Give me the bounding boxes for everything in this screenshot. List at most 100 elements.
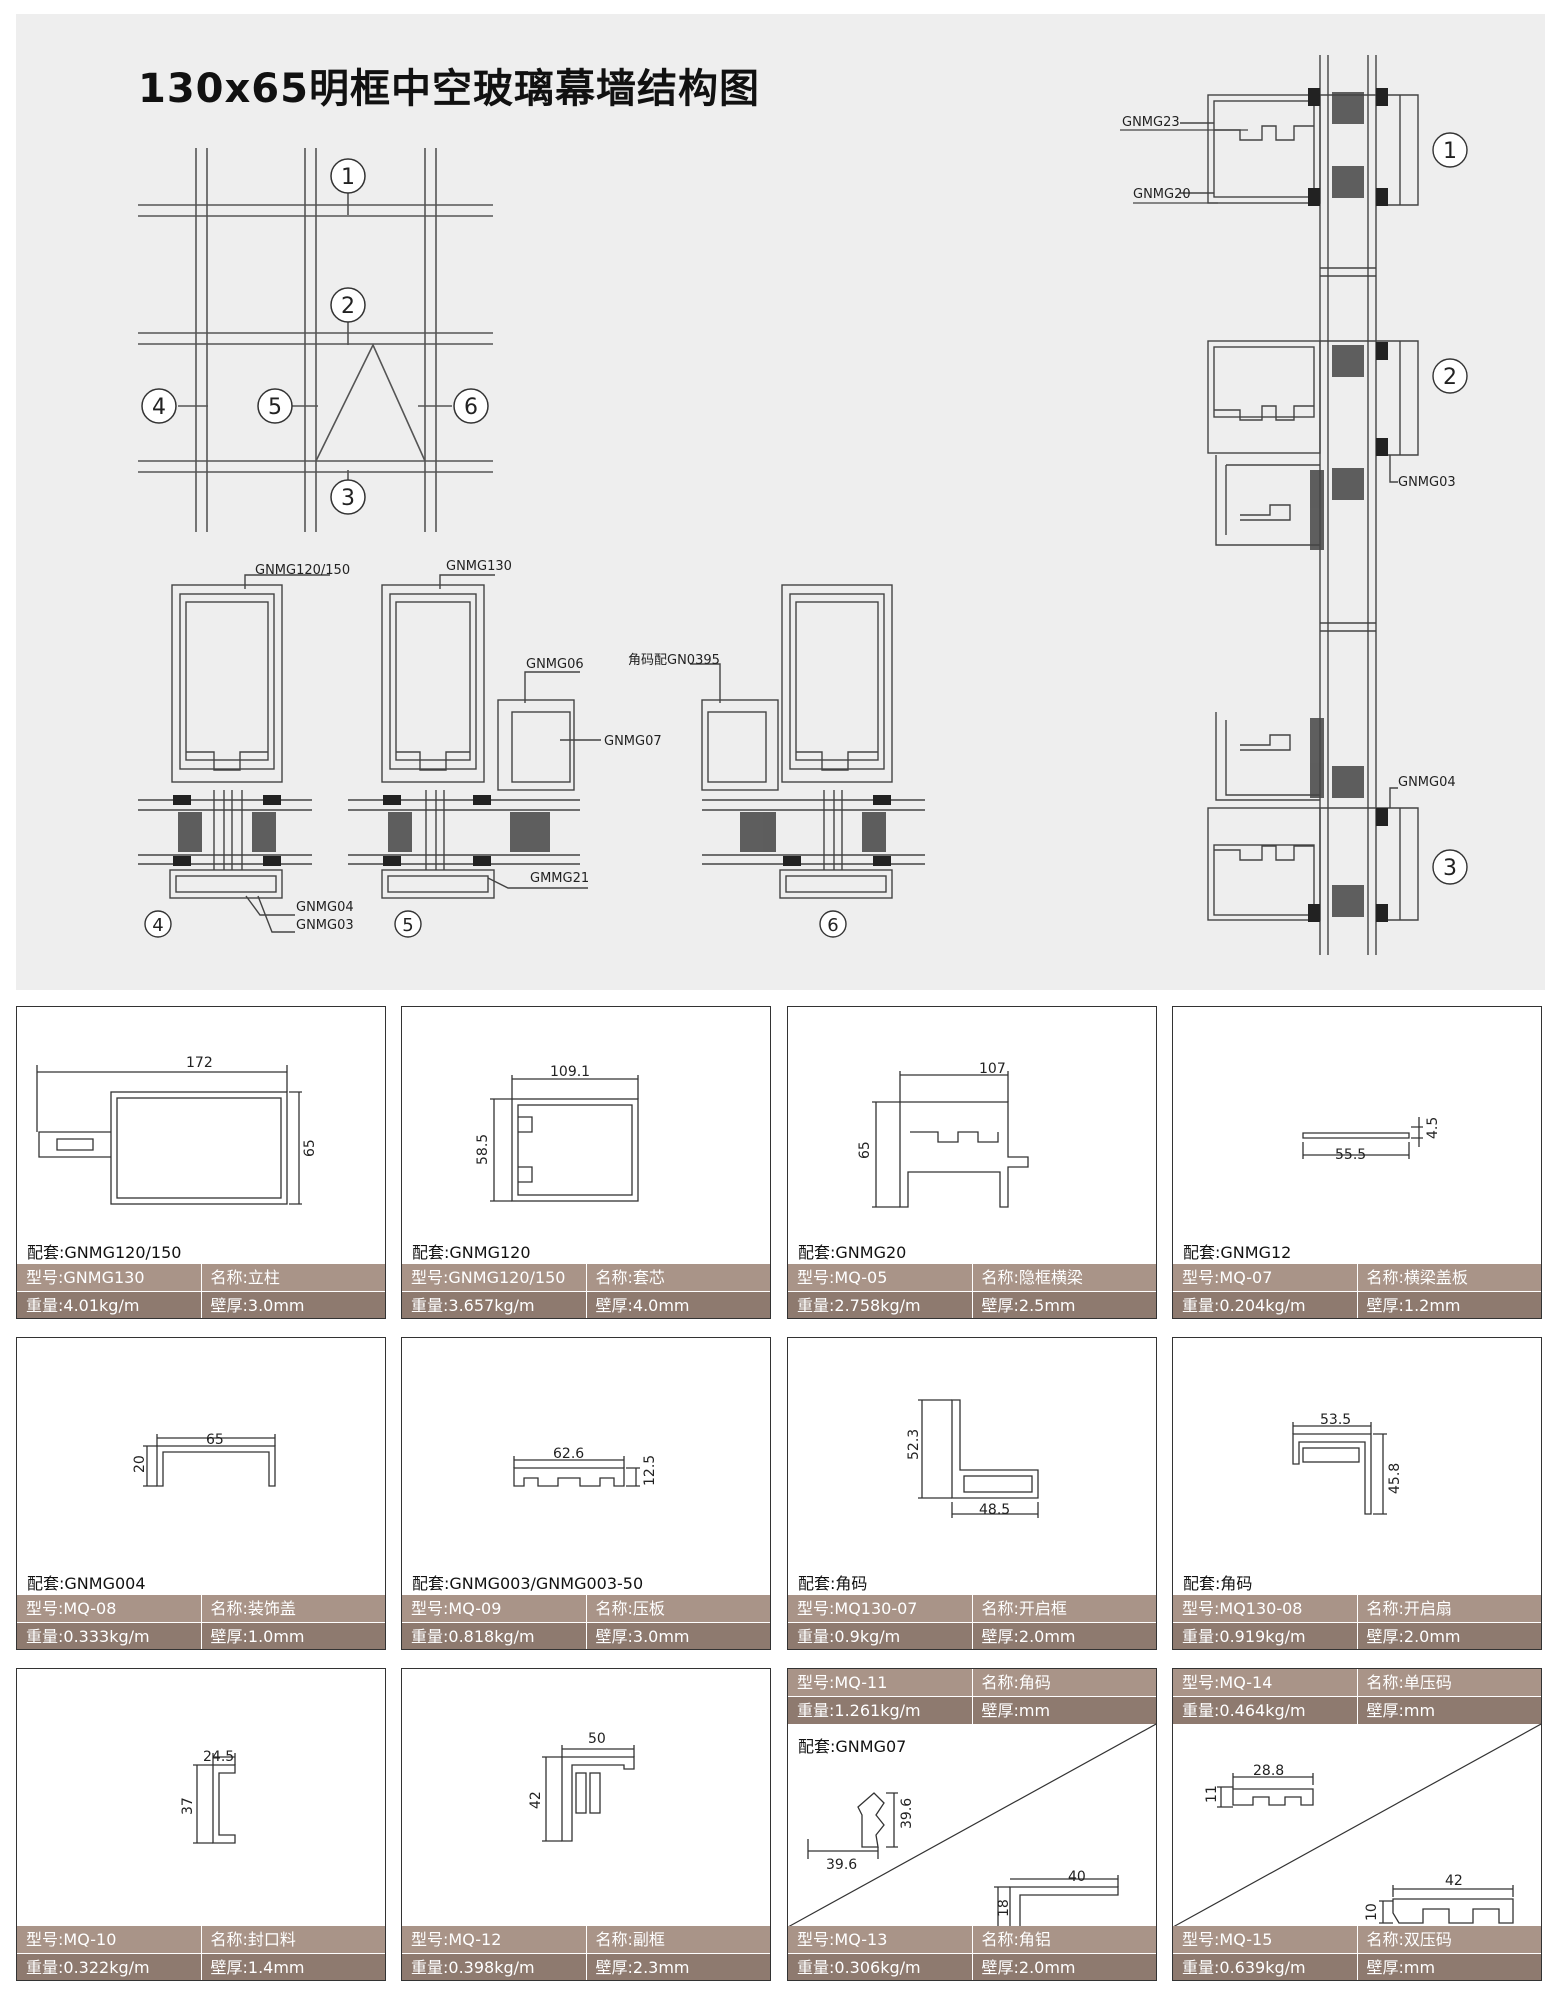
dim-55-5: 55.5 <box>1335 1147 1366 1163</box>
card-weight: 重量:0.919kg/m <box>1182 1627 1306 1646</box>
dim-4-5: 4.5 <box>1425 1117 1441 1139</box>
label-gnmg04-right: GNMG04 <box>1398 775 1456 790</box>
dim-52-3: 52.3 <box>906 1429 922 1460</box>
card-weight: 重量:2.758kg/m <box>797 1296 921 1315</box>
vertical-label-2: 2 <box>1443 365 1457 390</box>
dim-40: 40 <box>1068 1869 1086 1885</box>
label-gnmg04: GNMG04 <box>296 900 354 915</box>
card-thickness: 壁厚:1.4mm <box>200 1954 386 1980</box>
card-spec-table: 型号:MQ-15 名称:双压码 重量:0.639kg/m 壁厚:mm <box>1173 1926 1541 1980</box>
card-weight: 重量:0.333kg/m <box>26 1627 150 1646</box>
card-thickness: 壁厚:mm <box>1356 1954 1542 1980</box>
card-weight: 重量:0.322kg/m <box>26 1958 150 1977</box>
vertical-label-3: 3 <box>1443 856 1457 881</box>
card-weight: 重量:3.657kg/m <box>411 1296 535 1315</box>
card-thickness: 壁厚:2.0mm <box>971 1954 1157 1980</box>
profile-card-mq-09: 62.6 12.5 配套:GNMG003/GNMG003-50 型号:MQ-09… <box>401 1337 771 1650</box>
dim-20: 20 <box>132 1455 148 1473</box>
card-weight: 重量:0.398kg/m <box>411 1958 535 1977</box>
card-weight: 重量:0.9kg/m <box>797 1627 901 1646</box>
card-thickness: 壁厚:2.0mm <box>971 1623 1157 1649</box>
card-thickness: 壁厚:1.2mm <box>1356 1292 1542 1318</box>
dim-58-5: 58.5 <box>475 1134 491 1165</box>
card-name: 名称:隐框横梁 <box>971 1264 1157 1291</box>
card-thickness: 壁厚:mm <box>971 1697 1157 1724</box>
card-thickness: 壁厚:3.0mm <box>200 1292 386 1318</box>
card-peitao: 配套:角码 <box>798 1574 868 1593</box>
dim-62-6: 62.6 <box>553 1446 584 1462</box>
grid-label-4: 4 <box>152 395 166 420</box>
vertical-label-1: 1 <box>1443 139 1457 164</box>
card-model: 型号:MQ130-07 <box>797 1599 918 1618</box>
label-gmmg21: GMMG21 <box>530 871 589 886</box>
label-gnmg130: GNMG130 <box>446 559 512 574</box>
dim-45-8: 45.8 <box>1387 1463 1403 1494</box>
card-thickness: 壁厚:mm <box>1356 1697 1542 1724</box>
card-peitao: 配套:GNMG120/150 <box>27 1243 182 1262</box>
card-model: 型号:MQ130-08 <box>1182 1599 1303 1618</box>
label-gnmg07: GNMG07 <box>604 734 662 749</box>
card-model: 型号:MQ-12 <box>411 1930 502 1949</box>
card-model: 型号:MQ-13 <box>797 1930 888 1949</box>
elevation-grid: 1 2 3 4 5 6 4 <box>138 55 1468 955</box>
label-gn0395: 角码配GN0395 <box>628 653 720 668</box>
card-peitao: 配套:GNMG12 <box>1183 1243 1292 1262</box>
card-weight: 重量:1.261kg/m <box>797 1701 921 1720</box>
card-name: 名称:角铝 <box>971 1926 1157 1953</box>
dim-39-6-v: 39.6 <box>899 1798 915 1829</box>
dim-12-5: 12.5 <box>642 1455 658 1486</box>
dim-18: 18 <box>996 1899 1012 1917</box>
card-name: 名称:副框 <box>585 1926 771 1953</box>
grid-label-6: 6 <box>464 395 478 420</box>
card-model: 型号:MQ-11 <box>797 1673 888 1692</box>
card-thickness: 壁厚:2.5mm <box>971 1292 1157 1318</box>
card-weight: 重量:0.639kg/m <box>1182 1958 1306 1977</box>
label-gnmg120-150: GNMG120/150 <box>255 563 350 578</box>
card-name: 名称:横梁盖板 <box>1356 1264 1542 1291</box>
card-model: 型号:MQ-05 <box>797 1268 888 1287</box>
dim-42: 42 <box>528 1791 544 1809</box>
card-name: 名称:开启扇 <box>1356 1595 1542 1622</box>
section-4-drawing <box>138 574 330 933</box>
card-spec-table: 型号:MQ-05 名称:隐框横梁 重量:2.758kg/m 壁厚:2.5mm <box>788 1264 1156 1318</box>
section-5-drawing <box>348 574 601 899</box>
profile-card-mq-07: 55.5 4.5 配套:GNMG12 型号:MQ-07 名称:横梁盖板 重量:0.… <box>1172 1006 1542 1319</box>
card-model: 型号:MQ-15 <box>1182 1930 1273 1949</box>
section-label-6: 6 <box>827 915 838 936</box>
card-peitao: 配套:角码 <box>1183 1574 1253 1593</box>
dim-11: 11 <box>1204 1785 1220 1803</box>
card-model: 型号:MQ-07 <box>1182 1268 1273 1287</box>
card-model: 型号:GNMG120/150 <box>411 1268 566 1287</box>
card-name: 名称:压板 <box>585 1595 771 1622</box>
dim-65c: 65 <box>206 1432 224 1448</box>
dim-50: 50 <box>588 1731 606 1747</box>
dim-53-5: 53.5 <box>1320 1412 1351 1428</box>
card-name: 名称:装饰盖 <box>200 1595 386 1622</box>
grid-label-1: 1 <box>341 165 355 190</box>
card-model: 型号:MQ-14 <box>1182 1673 1273 1692</box>
grid-label-5: 5 <box>268 395 282 420</box>
label-gnmg03: GNMG03 <box>296 918 354 933</box>
card-weight: 重量:0.464kg/m <box>1182 1701 1306 1720</box>
card-name: 名称:双压码 <box>1356 1926 1542 1953</box>
card-weight: 重量:0.204kg/m <box>1182 1296 1306 1315</box>
card-name: 名称:封口料 <box>200 1926 386 1953</box>
card-peitao: 配套:GNMG120 <box>412 1243 531 1262</box>
dim-28-8: 28.8 <box>1253 1763 1284 1779</box>
card-name: 名称:立柱 <box>200 1264 386 1291</box>
card-peitao: 配套:GNMG003/GNMG003-50 <box>412 1574 644 1593</box>
label-gnmg06: GNMG06 <box>526 657 584 672</box>
